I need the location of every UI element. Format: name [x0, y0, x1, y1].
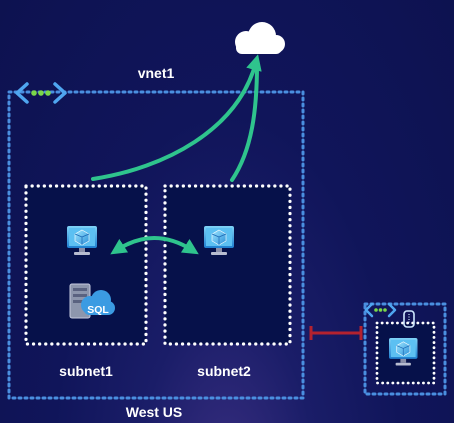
sql-label: SQL: [87, 304, 109, 316]
region-label: West US: [125, 404, 183, 420]
vm-icon-subnet1: [67, 226, 97, 255]
subnet2-label: subnet2: [197, 363, 251, 379]
outbound-flow-arrow-subnet2: [230, 62, 259, 182]
gateway-icon: [403, 310, 415, 328]
subnet2-box: [163, 184, 292, 346]
vnet-icon: [15, 82, 67, 104]
vm-icon-remote: [389, 338, 418, 366]
sql-server-icon: SQL: [69, 283, 115, 319]
remote-vnet-boundary: [363, 302, 447, 396]
outbound-flow-arrow-subnet1: [91, 54, 262, 181]
peering-link: [309, 326, 363, 340]
cloud-icon: [235, 22, 285, 54]
remote-vnet-icon: [364, 302, 397, 318]
subnet1-box: [24, 184, 148, 346]
subnet1-label: subnet1: [59, 363, 113, 379]
vm-to-vm-flow-arrow: [110, 236, 199, 255]
vm-icon-subnet2: [204, 226, 234, 255]
vnet-label: vnet1: [137, 65, 175, 81]
region-boundary: [7, 90, 305, 400]
